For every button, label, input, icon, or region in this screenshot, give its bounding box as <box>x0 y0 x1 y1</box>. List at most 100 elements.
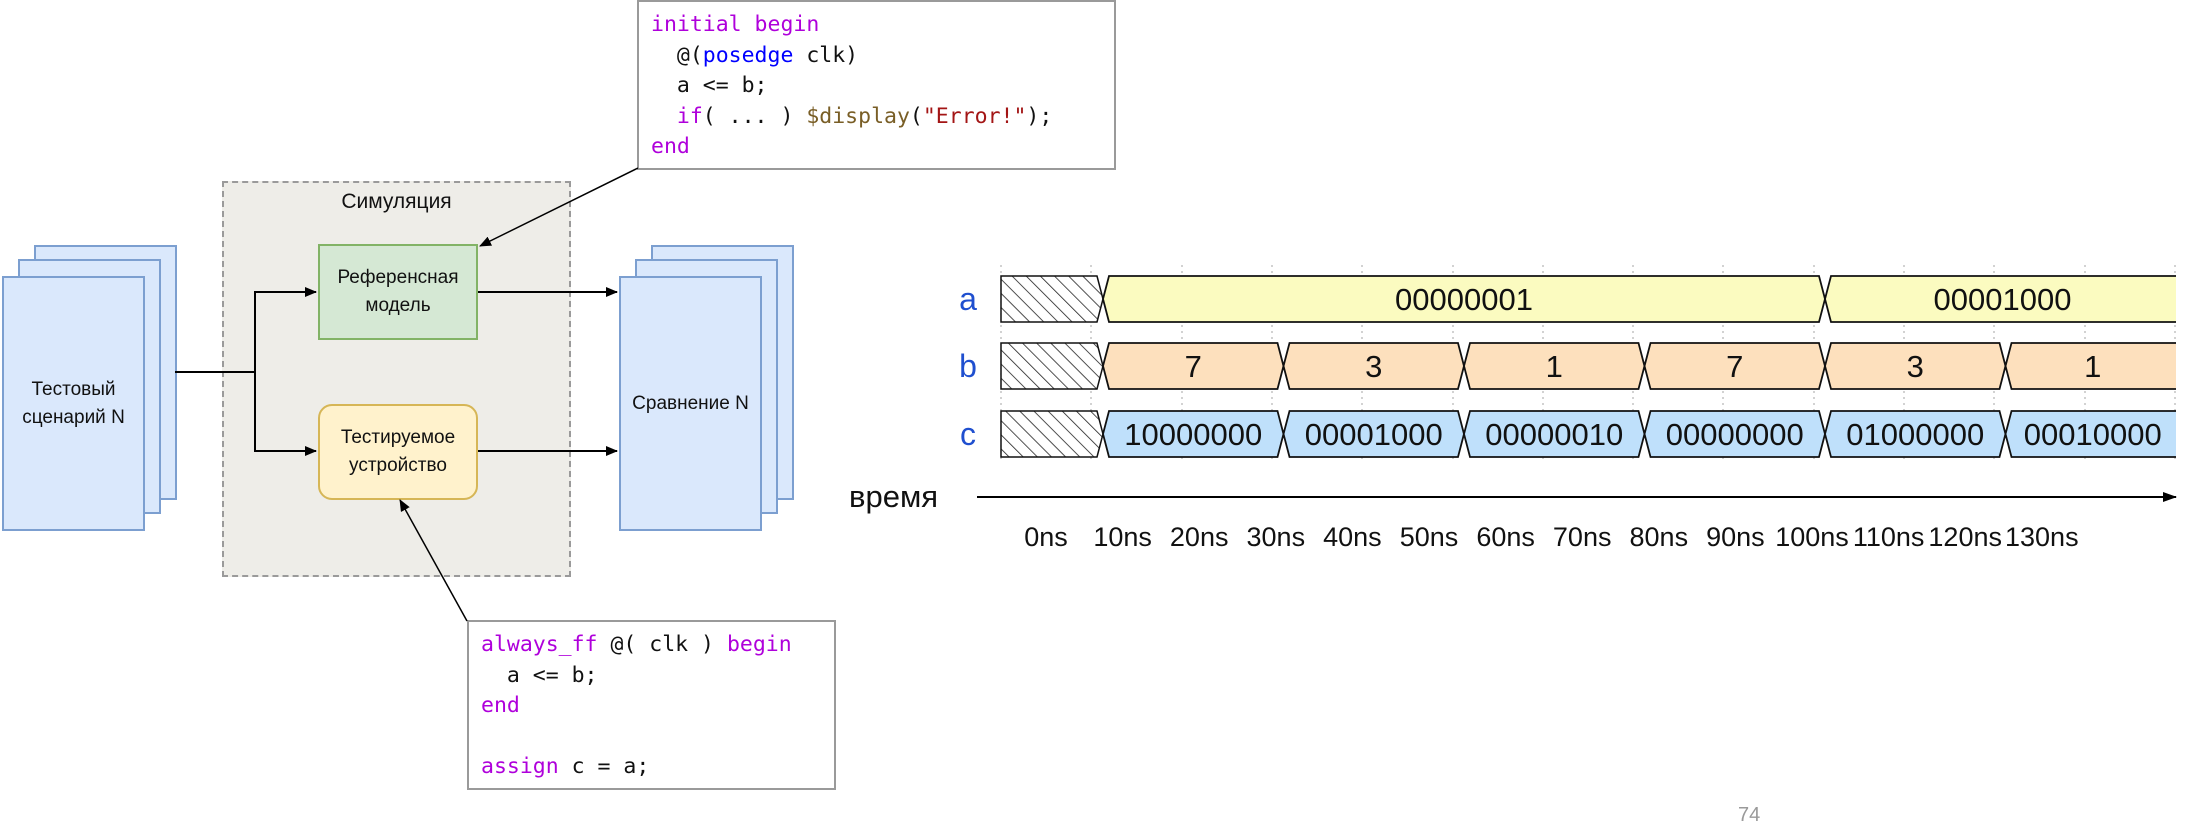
value-label: 3 <box>1907 349 1924 384</box>
time-tick-label: 130ns <box>2005 522 2079 552</box>
code-token: if <box>676 103 703 129</box>
time-tick-label: 0ns <box>1024 522 1068 552</box>
undefined-segment <box>1000 275 1104 323</box>
page-number: 74 <box>1738 804 1761 826</box>
value-label: 1 <box>2084 349 2101 384</box>
time-tick-label: 10ns <box>1093 522 1152 552</box>
code-token: a <= b; <box>481 662 598 688</box>
code-token: @( clk ) <box>597 632 727 657</box>
scenario-to-dut-arrow <box>254 372 317 456</box>
value-segment <box>1103 411 1284 457</box>
value-label: 00000001 <box>1395 282 1533 317</box>
waveform-rows: a 00000001 00001000 b 7 3 1 7 3 1 c 10000000 0000100… <box>959 275 2176 458</box>
reference-model-box: Референсная модель <box>318 244 478 340</box>
signal-name-c: c <box>960 416 976 452</box>
code-token: ); <box>1026 103 1053 129</box>
time-tick-label: 70ns <box>1553 522 1612 552</box>
time-tick-label: 60ns <box>1476 522 1535 552</box>
code-token: initial begin <box>651 12 820 37</box>
code-token: a <= b; <box>651 73 768 98</box>
code-token: c = a; <box>558 754 650 779</box>
time-tick-label: 30ns <box>1247 522 1306 552</box>
value-label: 1 <box>1546 349 1563 384</box>
time-tick-label: 90ns <box>1706 522 1765 552</box>
time-tick-label: 50ns <box>1400 522 1459 552</box>
signal-name-a: a <box>959 281 977 317</box>
signal-row-c: c 10000000 00001000 00000010 00000000 0100000… <box>960 410 2176 458</box>
value-segment <box>1464 343 1645 389</box>
time-tick-labels: 0ns 10ns 20ns 30ns 40ns 50ns 60ns 70ns 80ns 90ns 1… <box>1024 522 2078 552</box>
value-segment <box>1464 411 1645 457</box>
code-line: end <box>651 132 1102 163</box>
value-segment <box>1283 411 1464 457</box>
value-segment <box>2005 343 2176 389</box>
value-segment <box>1103 343 1284 389</box>
value-segment <box>1825 343 2006 389</box>
value-label: 7 <box>1185 349 1202 384</box>
code-block-testbench: initial begin @(posedge clk) a <= b; if(… <box>637 0 1116 170</box>
code-line: initial begin <box>651 10 1102 41</box>
value-segment <box>2005 411 2176 457</box>
value-segment-outline <box>2004 342 2176 390</box>
code-line: @(posedge clk) <box>651 41 1102 72</box>
dut-code-pointer <box>399 499 468 622</box>
code-line: always_ff @( clk ) begin <box>481 630 822 661</box>
time-tick-label: 100ns <box>1775 522 1849 552</box>
value-segment-outline <box>1824 275 2176 323</box>
undefined-segment <box>1000 342 1104 390</box>
value-label: 10000000 <box>1124 417 1262 452</box>
value-label: 3 <box>1365 349 1382 384</box>
time-tick-label: 40ns <box>1323 522 1382 552</box>
value-label: 00001000 <box>1305 417 1443 452</box>
test-scenario-label: Тестовый сценарий N <box>22 378 125 428</box>
testbench-code-pointer <box>479 167 639 247</box>
test-scenario-box <box>2 276 145 531</box>
value-label: 00000000 <box>1666 417 1804 452</box>
value-segment <box>1103 276 1825 322</box>
code-token: end <box>651 134 690 159</box>
value-segment <box>1644 411 1825 457</box>
time-tick-label: 110ns <box>1853 522 1925 552</box>
value-label: 00000010 <box>1485 417 1623 452</box>
code-line: a <= b; <box>481 661 822 692</box>
value-label: 01000000 <box>1846 417 1984 452</box>
value-segment <box>1644 343 1825 389</box>
time-tick-label: 80ns <box>1630 522 1689 552</box>
simulation-title: Симуляция <box>341 190 452 213</box>
dut-box: Тестируемое устройство <box>318 404 478 500</box>
code-token: posedge <box>702 42 794 68</box>
compare-label: Сравнение N <box>632 392 749 414</box>
code-line: end <box>481 691 822 722</box>
code-token: ( <box>909 103 923 129</box>
code-token: clk) <box>793 42 859 68</box>
code-token: begin <box>726 632 792 657</box>
value-segment-outline <box>2004 410 2176 458</box>
signal-name-b: b <box>959 348 977 384</box>
code-token: always_ff <box>481 632 598 657</box>
code-line: if( ... ) $display("Error!"); <box>651 102 1102 133</box>
compare-box <box>619 276 762 531</box>
code-token: end <box>481 693 520 718</box>
code-token: $display <box>806 103 910 129</box>
value-segment <box>1283 343 1464 389</box>
value-segment <box>1825 276 2176 322</box>
value-segment <box>1825 411 2006 457</box>
signal-row-a: a 00000001 00001000 <box>959 275 2176 323</box>
time-tick-label: 20ns <box>1170 522 1229 552</box>
code-token: "Error!" <box>922 103 1027 129</box>
value-label: 00001000 <box>1934 282 2072 317</box>
time-tick-label: 120ns <box>1928 522 2002 552</box>
code-block-dut: always_ff @( clk ) begin a <= b; end assi… <box>467 620 836 790</box>
scenario-to-reference-arrow <box>254 287 317 372</box>
signal-row-b: b 7 3 1 7 3 1 <box>959 342 2176 390</box>
code-line: a <= b; <box>651 71 1102 102</box>
code-token: ( ... ) <box>702 103 807 129</box>
time-axis-label: время <box>849 479 938 514</box>
undefined-segment <box>1000 410 1104 458</box>
value-label: 00010000 <box>2024 417 2162 452</box>
value-label: 7 <box>1726 349 1743 384</box>
code-token: assign <box>481 754 559 779</box>
